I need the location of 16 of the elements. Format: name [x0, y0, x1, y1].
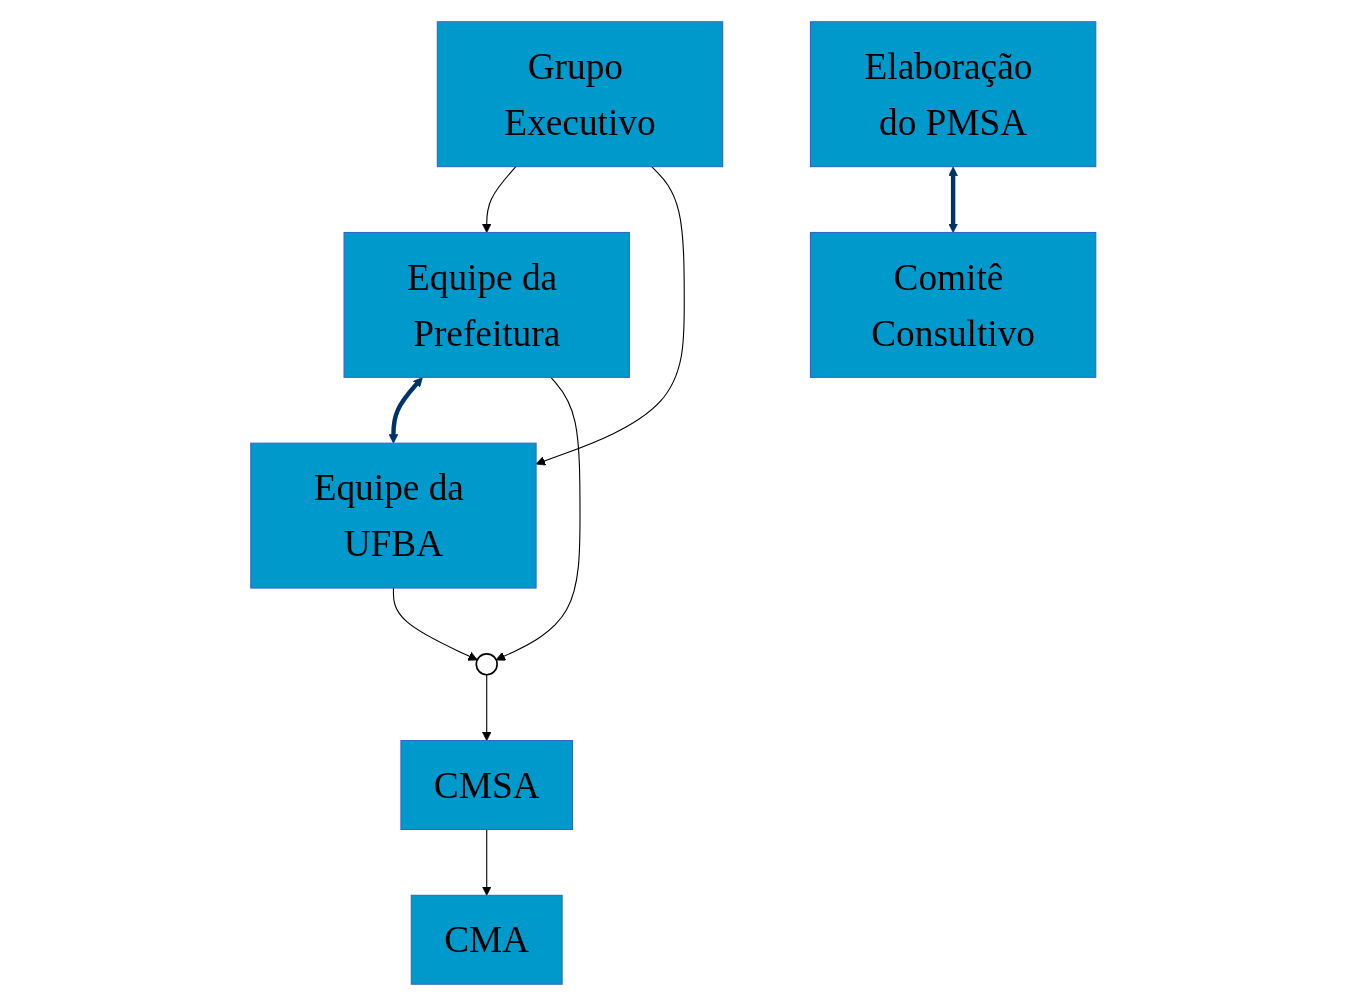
- node-box: Comitê Consultivo: [809, 231, 1097, 378]
- arrow: [392, 587, 478, 661]
- node-box: Grupo Executivo: [436, 20, 723, 167]
- arrow: [481, 165, 517, 233]
- node-box: CMSA: [400, 739, 573, 830]
- arrow: [535, 165, 685, 465]
- node-box: CMA: [410, 894, 563, 985]
- arrow: [495, 376, 581, 661]
- arrow: [481, 828, 492, 896]
- node-ellipse: [475, 652, 498, 676]
- node-box: Elaboração do PMSA: [809, 20, 1097, 167]
- arrow: [948, 166, 958, 233]
- node-box: Equipe da UFBA: [249, 442, 537, 589]
- arrow: [481, 673, 492, 741]
- node-box: Equipe da Prefeitura: [343, 231, 630, 378]
- arrow: [388, 376, 423, 444]
